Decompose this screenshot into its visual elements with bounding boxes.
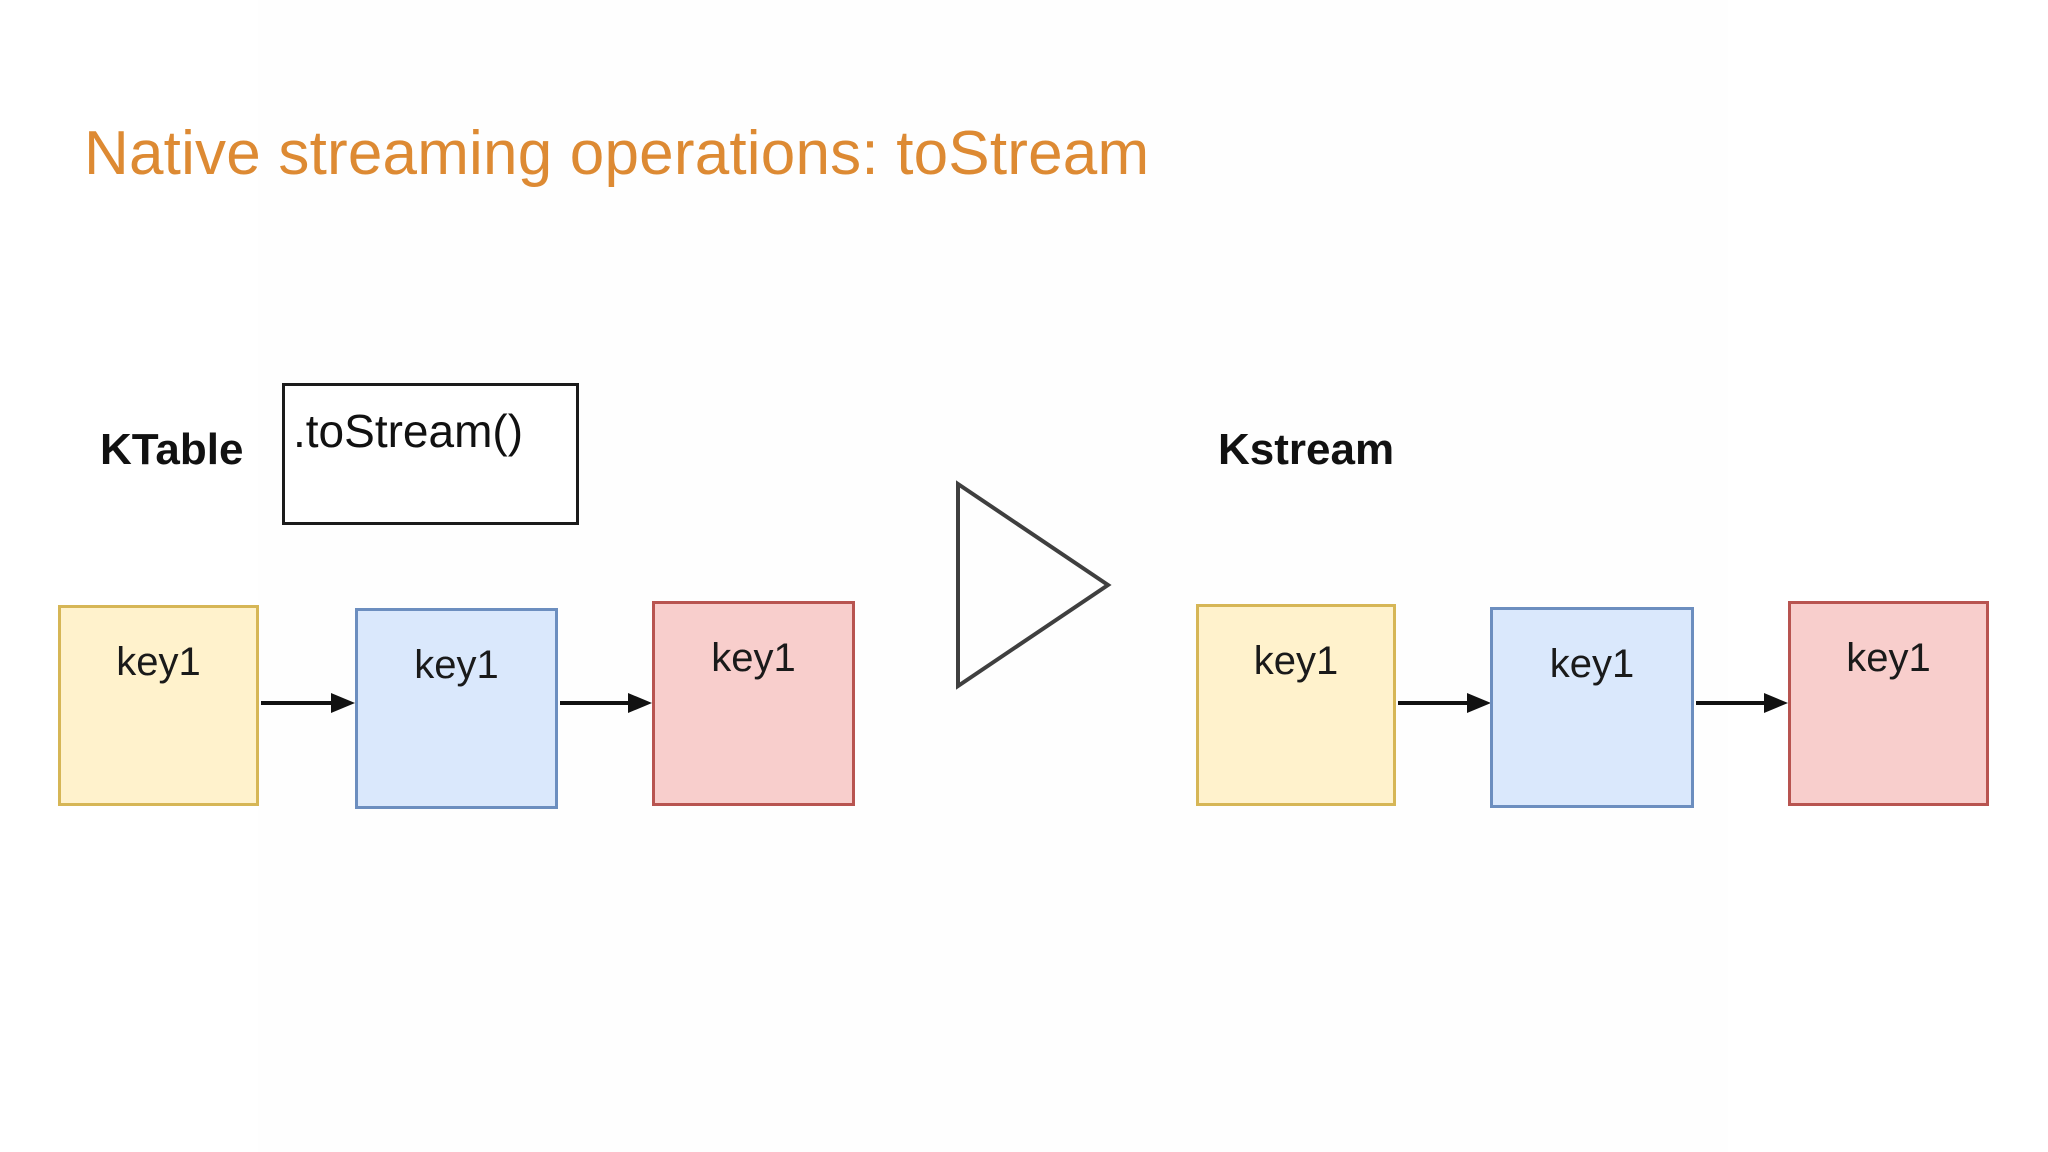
tostream-operation-box: .toStream() [282, 383, 579, 525]
right-key-box-red-label: key1 [1846, 636, 1931, 680]
right-key-box-yellow-label: key1 [1253, 639, 1339, 683]
left-arrow-1 [261, 690, 357, 716]
ktable-type-label: KTable [100, 425, 244, 474]
left-key-box-yellow: key1 [58, 605, 259, 806]
tostream-operation-label: .toStream() [293, 405, 524, 457]
left-key-box-red: key1 [652, 601, 855, 806]
right-key-box-blue-label: key1 [1549, 642, 1635, 686]
left-key-box-blue: key1 [355, 608, 558, 809]
left-key-box-yellow-label: key1 [116, 640, 201, 684]
right-arrow-2 [1696, 690, 1790, 716]
kstream-type-label: Kstream [1218, 425, 1395, 474]
right-key-box-red: key1 [1788, 601, 1989, 806]
right-arrow-1 [1398, 690, 1493, 716]
left-key-box-red-label: key1 [711, 636, 796, 680]
left-key-box-blue-label: key1 [414, 643, 499, 687]
page-title: Native streaming operations: toStream [84, 119, 1150, 188]
right-key-box-blue: key1 [1490, 607, 1694, 808]
right-key-box-yellow: key1 [1196, 604, 1396, 806]
play-triangle-icon [948, 472, 1120, 698]
left-arrow-2 [560, 690, 654, 716]
